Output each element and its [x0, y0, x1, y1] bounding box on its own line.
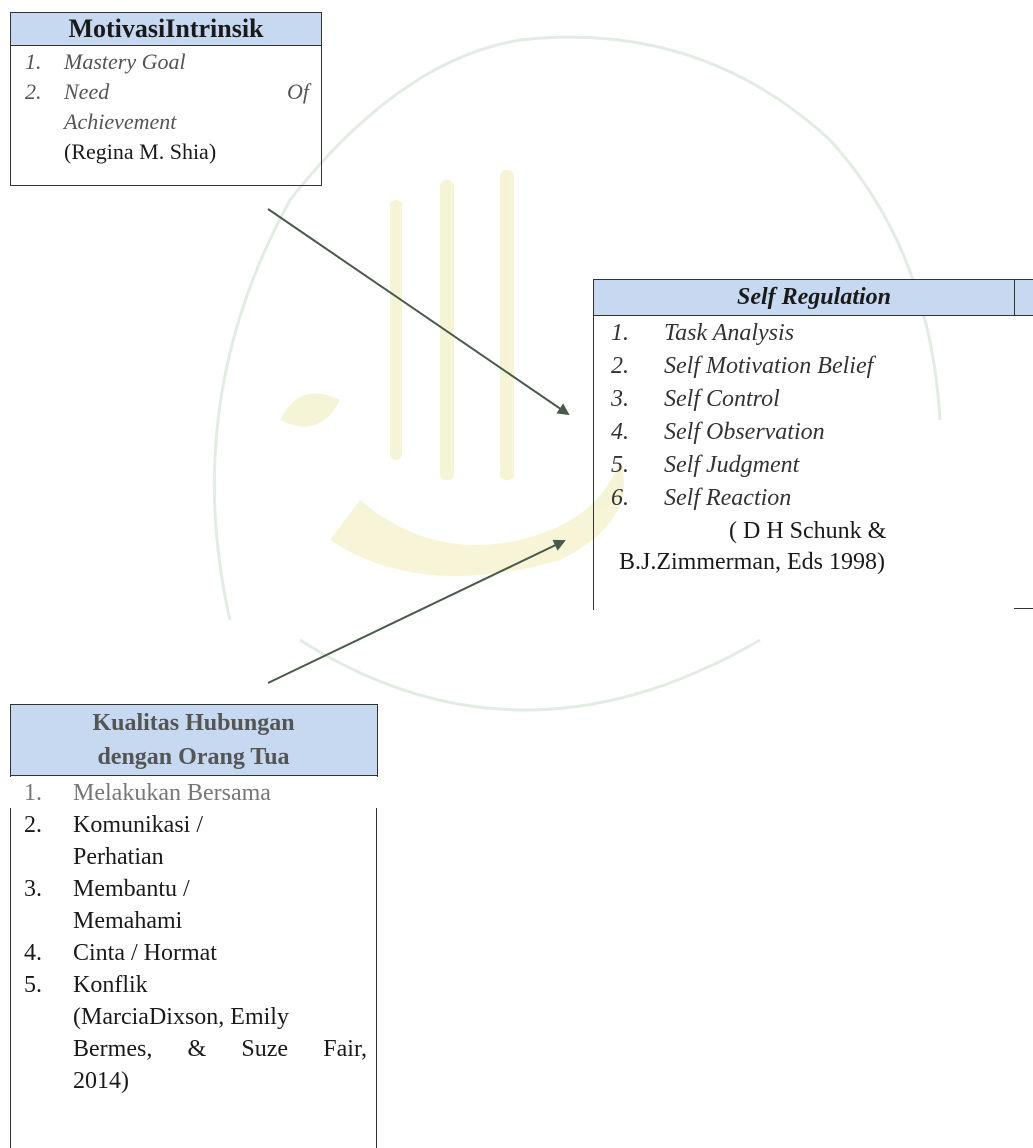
list-item: 3.Self Control — [611, 386, 780, 412]
kualitas-hubungan-box: Kualitas Hubungan dengan Orang Tua 1.Mel… — [10, 704, 378, 1148]
motivasi-intrinsik-box: MotivasiIntrinsik 1. Mastery Goal 2. Nee… — [10, 12, 322, 186]
kualitas-hubungan-title: Kualitas Hubungan dengan Orang Tua — [10, 704, 377, 776]
list-item: 5.Self Judgment — [611, 452, 800, 478]
list-item: 5. Konflik (MarciaDixson, Emily Bermes, … — [24, 972, 367, 1094]
motivasi-intrinsik-source: (Regina M. Shia) — [64, 139, 217, 164]
self-regulation-box: Self Regulation 1.Task Analysis 2.Self M… — [593, 279, 1033, 610]
list-item: 2.Komunikasi /Perhatian — [24, 812, 203, 870]
self-regulation-source-line2: B.J.Zimmerman, Eds 1998) — [619, 549, 885, 575]
motivasi-intrinsik-title: MotivasiIntrinsik — [11, 13, 321, 46]
list-item: 2.Self Motivation Belief — [611, 353, 874, 379]
list-item: 6.Self Reaction — [611, 485, 792, 511]
list-item: 1.Task Analysis — [611, 320, 795, 346]
self-regulation-list: 1.Task Analysis 2.Self Motivation Belief… — [594, 316, 1033, 515]
self-regulation-source-line1: ( D H Schunk & — [729, 518, 887, 544]
motivasi-intrinsik-list: 1. Mastery Goal 2. Need Of Achievement — [11, 46, 321, 137]
kualitas-hubungan-list: 1.Melakukan Bersama 2.Komunikasi /Perhat… — [10, 777, 377, 1097]
list-item: 1.Melakukan Bersama — [24, 780, 271, 806]
list-item: 4.Self Observation — [611, 419, 825, 445]
list-item: 3.Membantu /Memahami — [24, 876, 190, 934]
list-item: 4.Cinta / Hormat — [24, 940, 217, 966]
self-regulation-title: Self Regulation — [594, 280, 1033, 316]
list-item: 1. Mastery Goal — [25, 49, 186, 74]
list-item: 2. Need Of Achievement — [25, 79, 309, 134]
